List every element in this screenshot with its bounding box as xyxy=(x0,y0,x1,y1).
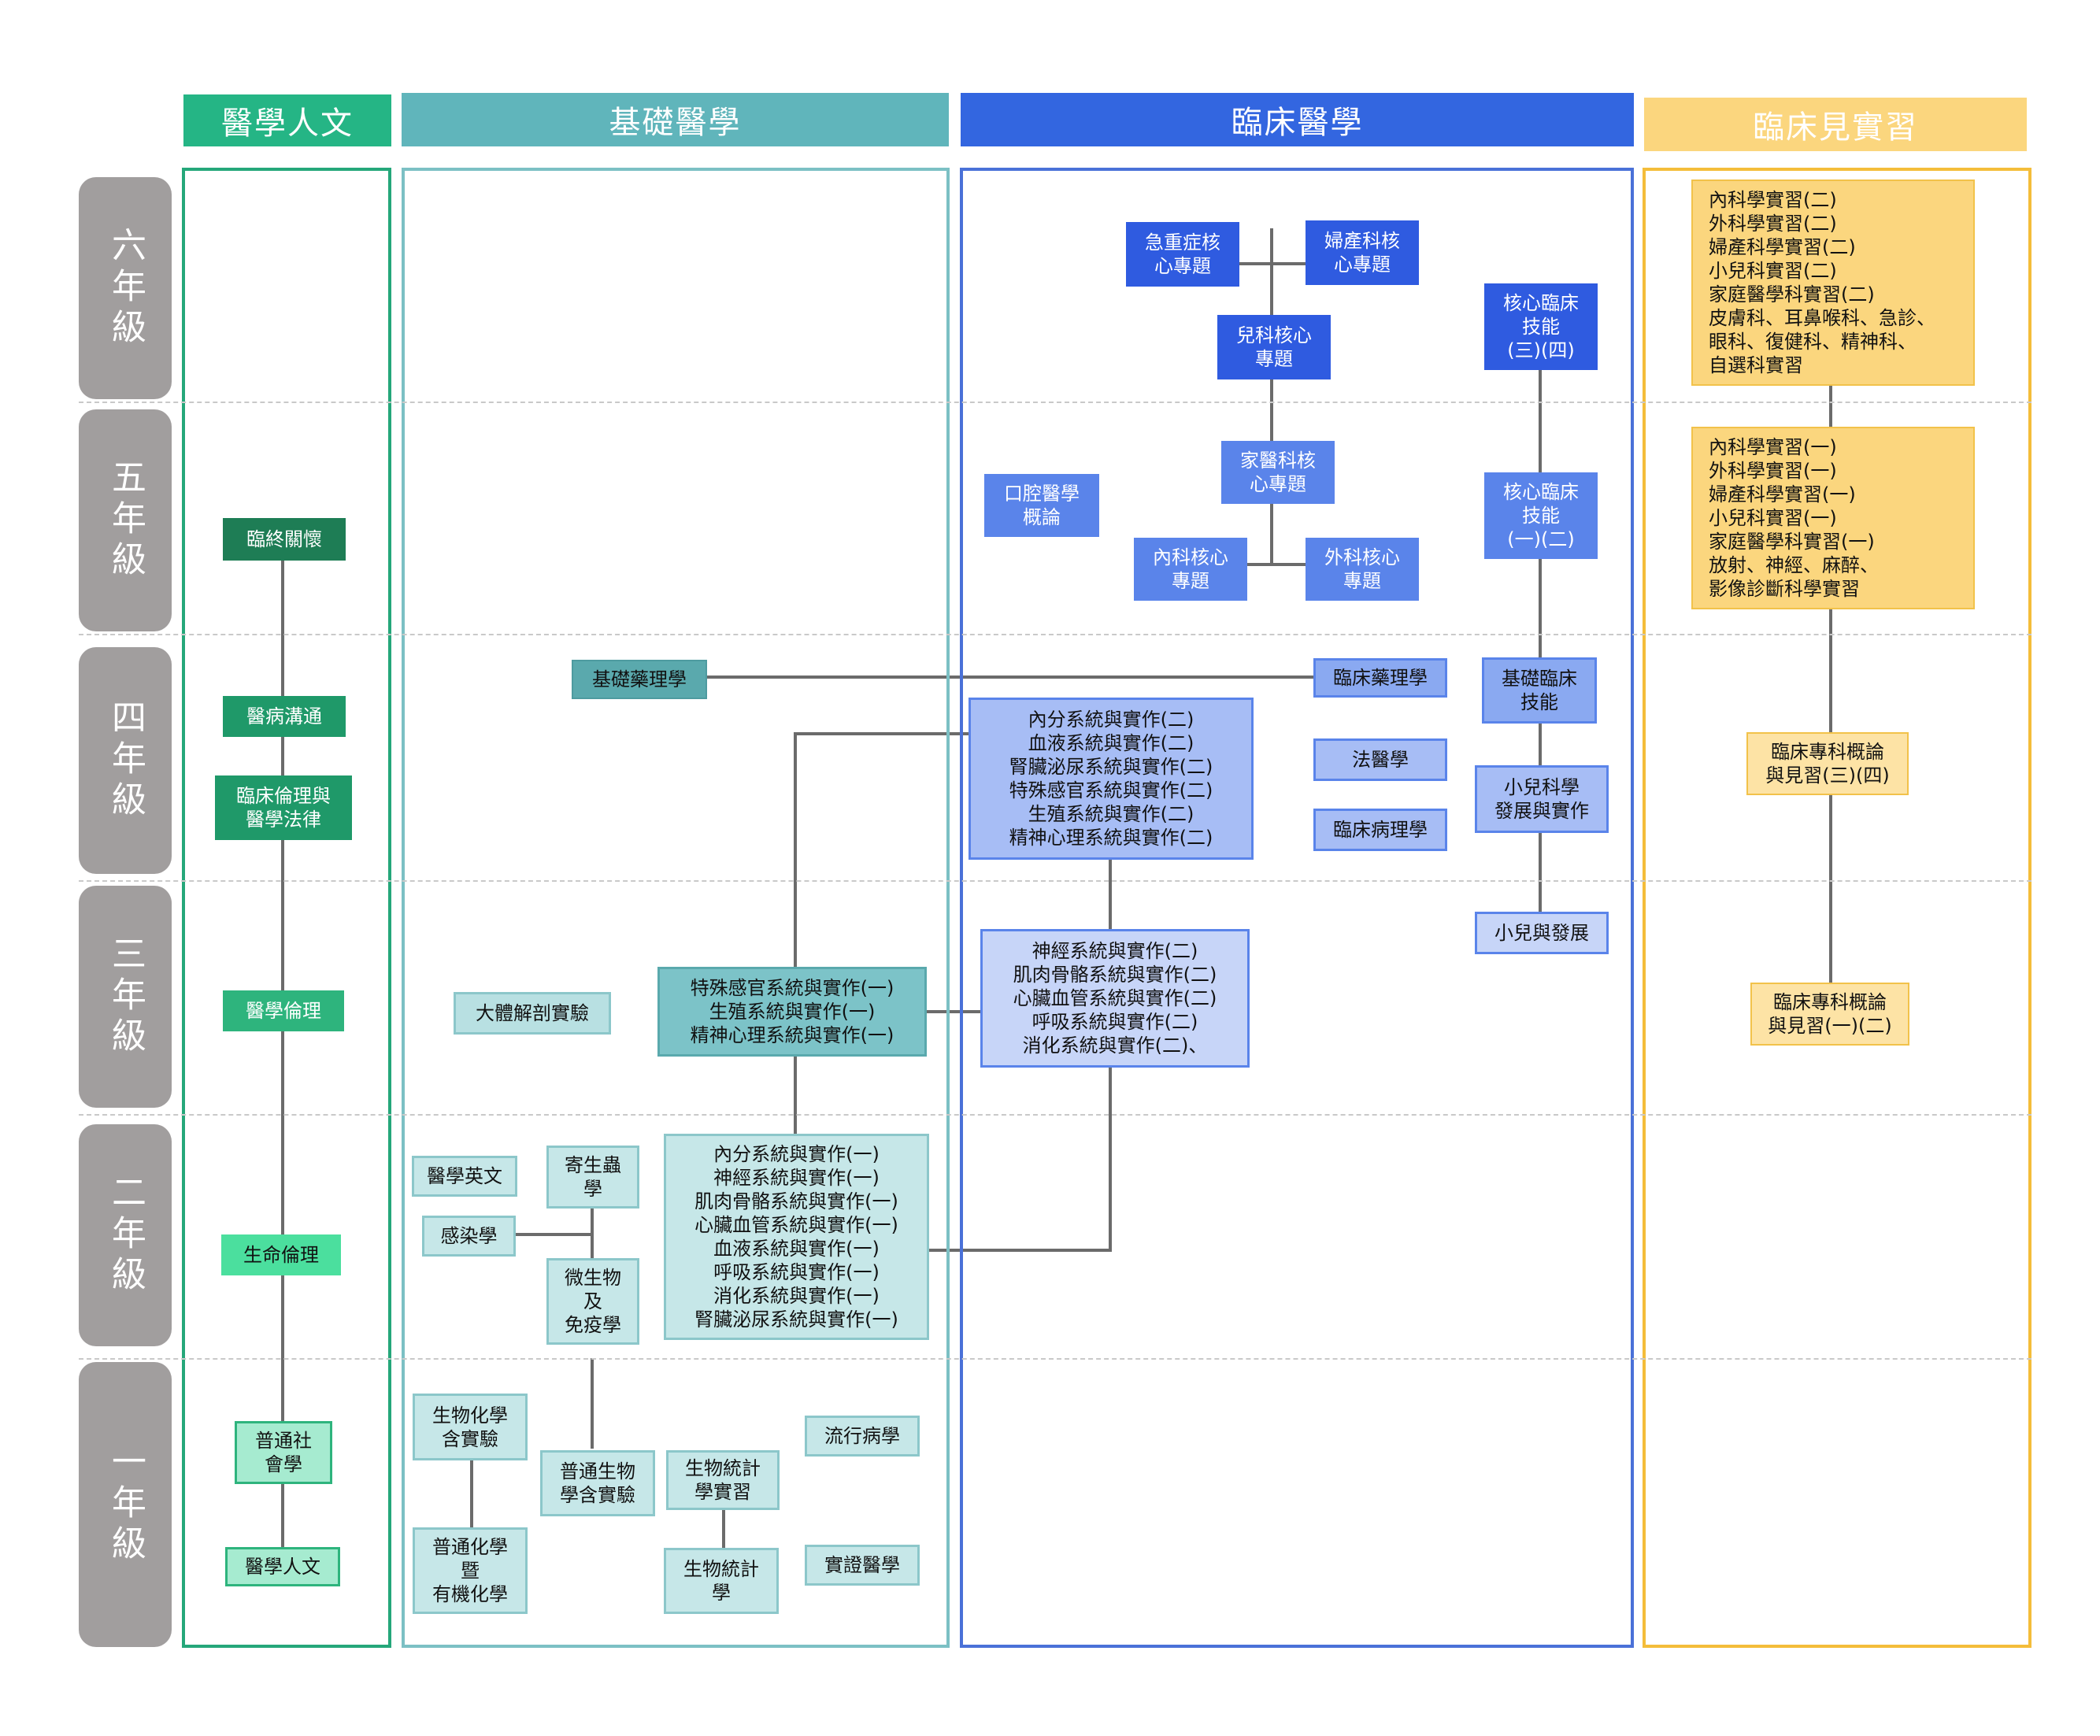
column-clerkship xyxy=(1643,168,2031,1648)
year-label-1: 一年級 xyxy=(79,1362,172,1647)
header-humanities: 醫學人文 xyxy=(183,94,391,146)
year-label-4: 四年級 xyxy=(79,647,172,874)
course-general-organic-chemistry: 普通化學 暨 有機化學 xyxy=(413,1527,528,1614)
course-clinical-ethics-law: 臨床倫理與 醫學法律 xyxy=(215,775,352,840)
year-label-5: 五年級 xyxy=(79,409,172,631)
year-separator xyxy=(79,634,2031,635)
course-doctor-patient-communication: 醫病溝通 xyxy=(223,696,346,737)
course-clerkship-year5: 內科學實習(一) 外科學實習(一) 婦產科學實習(一) 小兒科實習(一) 家庭醫… xyxy=(1691,427,1975,609)
course-systems-1-year3: 特殊感官系統與實作(一) 生殖系統與實作(一) 精神心理系統與實作(一) xyxy=(657,967,927,1057)
header-basic-medicine: 基礎醫學 xyxy=(402,93,949,146)
course-core-clinical-skills-34: 核心臨床 技能 (三)(四) xyxy=(1484,283,1598,370)
course-pediatrics-core: 兒科核心 專題 xyxy=(1217,315,1331,379)
course-systems-2-year4: 內分系統與實作(二) 血液系統與實作(二) 腎臟泌尿系統與實作(二) 特殊感官系… xyxy=(969,698,1254,860)
course-parasitology: 寄生蟲 學 xyxy=(546,1146,639,1209)
course-biostatistics: 生物統計 學 xyxy=(664,1548,779,1614)
course-pediatrics-development: 小兒科學 發展與實作 xyxy=(1475,765,1609,833)
course-oral-medicine: 口腔醫學 概論 xyxy=(984,474,1099,537)
course-biochemistry-lab: 生物化學 含實驗 xyxy=(413,1394,528,1460)
course-internal-medicine-core: 內科核心 專題 xyxy=(1134,538,1247,601)
course-clerkship-year6: 內科學實習(二) 外科學實習(二) 婦產科學實習(二) 小兒科實習(二) 家庭醫… xyxy=(1691,180,1975,386)
year-separator xyxy=(79,880,2031,882)
course-epidemiology: 流行病學 xyxy=(805,1416,920,1457)
course-emergency-core: 急重症核 心專題 xyxy=(1126,222,1239,287)
header-clinical-medicine: 臨床醫學 xyxy=(961,93,1634,146)
course-forensic-medicine: 法醫學 xyxy=(1313,738,1447,781)
course-family-medicine-core: 家醫科核 心專題 xyxy=(1221,441,1335,504)
course-infectious-disease: 感染學 xyxy=(422,1216,516,1257)
course-general-biology-lab: 普通生物 學含實驗 xyxy=(540,1450,655,1516)
course-core-clinical-skills-12: 核心臨床 技能 (一)(二) xyxy=(1484,472,1598,559)
course-basic-clinical-skills: 基礎臨床 技能 xyxy=(1482,657,1597,724)
year-label-3: 三年級 xyxy=(79,886,172,1108)
year-label-6: 六年級 xyxy=(79,177,172,399)
course-clinical-pathology: 臨床病理學 xyxy=(1313,809,1447,851)
year-separator xyxy=(79,1114,2031,1116)
column-clinical-medicine xyxy=(960,168,1634,1648)
course-cadaver-dissection: 大體解剖實驗 xyxy=(454,992,611,1035)
year-label-2: 二年級 xyxy=(79,1124,172,1346)
course-systems-2-year3: 神經系統與實作(二) 肌肉骨骼系統與實作(二) 心臟血管系統與實作(二) 呼吸系… xyxy=(980,929,1250,1068)
course-bioethics: 生命倫理 xyxy=(221,1234,341,1275)
course-basic-pharmacology: 基礎藥理學 xyxy=(572,660,707,699)
course-systems-1-year2: 內分系統與實作(一) 神經系統與實作(一) 肌肉骨骼系統與實作(一) 心臟血管系… xyxy=(664,1134,929,1340)
course-specialty-intro-34: 臨床專科概論 與見習(三)(四) xyxy=(1746,732,1909,795)
column-basic-medicine xyxy=(402,168,950,1648)
course-clinical-pharmacology: 臨床藥理學 xyxy=(1313,658,1447,698)
year-separator xyxy=(79,1358,2031,1360)
course-medical-english: 醫學英文 xyxy=(412,1156,517,1197)
course-palliative-care: 臨終關懷 xyxy=(223,518,346,561)
course-specialty-intro-12: 臨床專科概論 與見習(一)(二) xyxy=(1750,983,1909,1046)
year-separator xyxy=(79,402,2031,403)
course-medical-ethics: 醫學倫理 xyxy=(223,990,344,1031)
course-medical-humanities: 醫學人文 xyxy=(225,1547,340,1586)
course-evidence-based-medicine: 實證醫學 xyxy=(805,1545,920,1586)
course-child-development: 小兒與發展 xyxy=(1475,912,1609,954)
course-microbiology-immunology: 微生物 及 免疫學 xyxy=(546,1258,639,1345)
course-surgery-core: 外科核心 專題 xyxy=(1306,538,1419,601)
course-biostatistics-practice: 生物統計 學實習 xyxy=(666,1450,780,1510)
column-humanities xyxy=(182,168,391,1648)
header-clerkship: 臨床見實習 xyxy=(1644,98,2027,151)
course-obgyn-core: 婦產科核 心專題 xyxy=(1306,220,1419,285)
course-sociology: 普通社 會學 xyxy=(235,1421,332,1484)
